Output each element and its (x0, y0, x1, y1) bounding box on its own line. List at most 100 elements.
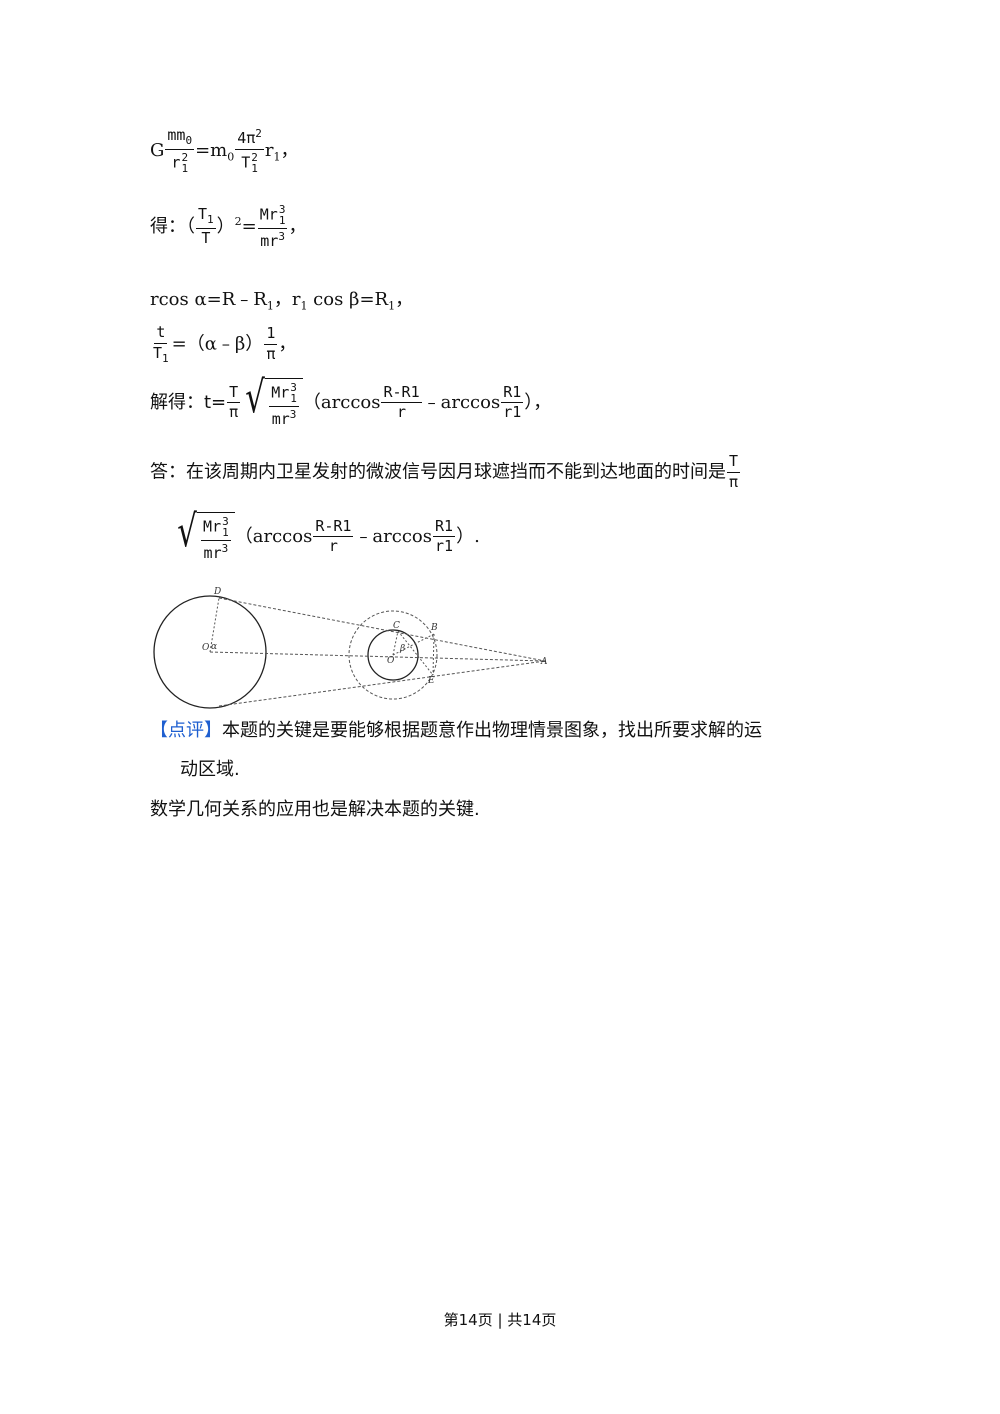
frac-num: R1 (501, 384, 524, 404)
frac-den-sub: 1 (181, 161, 189, 175)
frac-den: π (729, 472, 739, 491)
frac-num-sup: 3 (278, 203, 286, 216)
tail-r-sub: 1 (273, 150, 281, 164)
frac-num: T (198, 205, 208, 224)
frac-den: mr (260, 232, 279, 250)
frac-num-sub: 0 (185, 134, 193, 148)
frac-num: 1 (264, 326, 278, 346)
frac-num: R-R1 (313, 518, 354, 538)
minus-arccos: ﹣arccos (422, 391, 501, 413)
frac-num: mm (167, 126, 186, 145)
arccos-open: （arccos (234, 525, 313, 547)
label-d: D (213, 587, 221, 597)
tangent-line-bottom (218, 660, 546, 707)
close-paren: ）， (524, 391, 552, 413)
line-be (432, 633, 435, 676)
frac-den-sup: 3 (289, 408, 297, 421)
close-paren: ） (216, 215, 235, 237)
frac-den: T (153, 343, 163, 362)
center-line (209, 651, 546, 662)
tail-r: r (264, 139, 274, 161)
sub-a: 1 (266, 299, 274, 313)
comment-label: 【点评】 (150, 720, 222, 741)
line-ce (397, 630, 434, 676)
label-b: B (430, 623, 438, 633)
frac-den-sup: 3 (221, 542, 229, 555)
minus-arccos: ﹣arccos (354, 525, 433, 547)
label-o2: O (387, 656, 395, 666)
frac-num-sub: 1 (222, 526, 229, 539)
symbol-g: G (150, 139, 165, 161)
label-c: C (393, 621, 400, 631)
comment-text-2: 动区域. (180, 759, 240, 780)
punct: ， (278, 333, 297, 355)
punct: ， (280, 139, 299, 161)
frac-den-sub: 1 (251, 161, 258, 175)
geometry-figure: D O α C B β O E A (153, 587, 548, 709)
equals: = (241, 215, 257, 237)
frac-den: r1 (435, 537, 454, 556)
text-b: ，r (273, 289, 301, 310)
label-alpha: α (211, 642, 217, 652)
comment-line-1: 【点评】本题的关键是要能够根据题意作出物理情景图象，找出所要求解的运 (150, 722, 762, 740)
close-paren: ）. (456, 525, 480, 547)
earth-circle (153, 595, 267, 709)
comment-line-3: 数学几何关系的应用也是解决本题的关键. (150, 801, 480, 819)
frac-den: T (241, 153, 251, 172)
sub-c: 1 (388, 299, 396, 313)
frac-den: mr (203, 544, 222, 562)
comment-text-1: 本题的关键是要能够根据题意作出物理情景图象，找出所要求解的运 (222, 720, 762, 741)
frac-num-sub: 1 (290, 392, 297, 405)
tangent-line-top (218, 597, 546, 662)
text-c: cos β=R (307, 289, 389, 310)
comment-text-3: 数学几何关系的应用也是解决本题的关键. (150, 799, 480, 820)
frac-num-sup: 2 (255, 127, 262, 140)
frac-num-sub: 1 (278, 214, 286, 227)
punct: ， (288, 215, 307, 237)
moon-circle (367, 629, 419, 681)
label-a: A (540, 657, 548, 667)
frac-den: r (171, 153, 181, 172)
punct: ， (395, 289, 414, 310)
text-a: rcos α=R﹣R (150, 289, 267, 310)
radius-od (209, 597, 220, 653)
sub-b: 1 (300, 299, 308, 313)
frac-den: π (266, 345, 276, 364)
frac-den: r1 (503, 403, 522, 422)
frac-num: T (727, 453, 741, 473)
frac-num: R-R1 (381, 384, 422, 404)
label-beta: β (399, 644, 405, 654)
frac-den: r (328, 537, 338, 556)
equals-m: =m (195, 139, 228, 161)
equation-cos-relations: rcos α=R﹣R1，r1 cos β=R1， (150, 291, 413, 312)
frac-den: r (397, 403, 407, 422)
line-oc (392, 630, 399, 656)
frac-den-sup: 2 (251, 150, 258, 164)
answer-text: 答：在该周期内卫星发射的微波信号因月球遮挡而不能到达地面的时间是 (150, 461, 726, 483)
frac-num: T (227, 384, 241, 404)
label-o: O (202, 643, 210, 653)
frac-num-sup: 3 (290, 381, 297, 394)
comment-line-2: 动区域. (180, 761, 240, 779)
frac-den-sup: 2 (181, 150, 189, 164)
orbit-circle (348, 610, 438, 700)
frac-num-sup: 3 (222, 515, 229, 528)
prefix-de: 得：（ (150, 215, 195, 237)
